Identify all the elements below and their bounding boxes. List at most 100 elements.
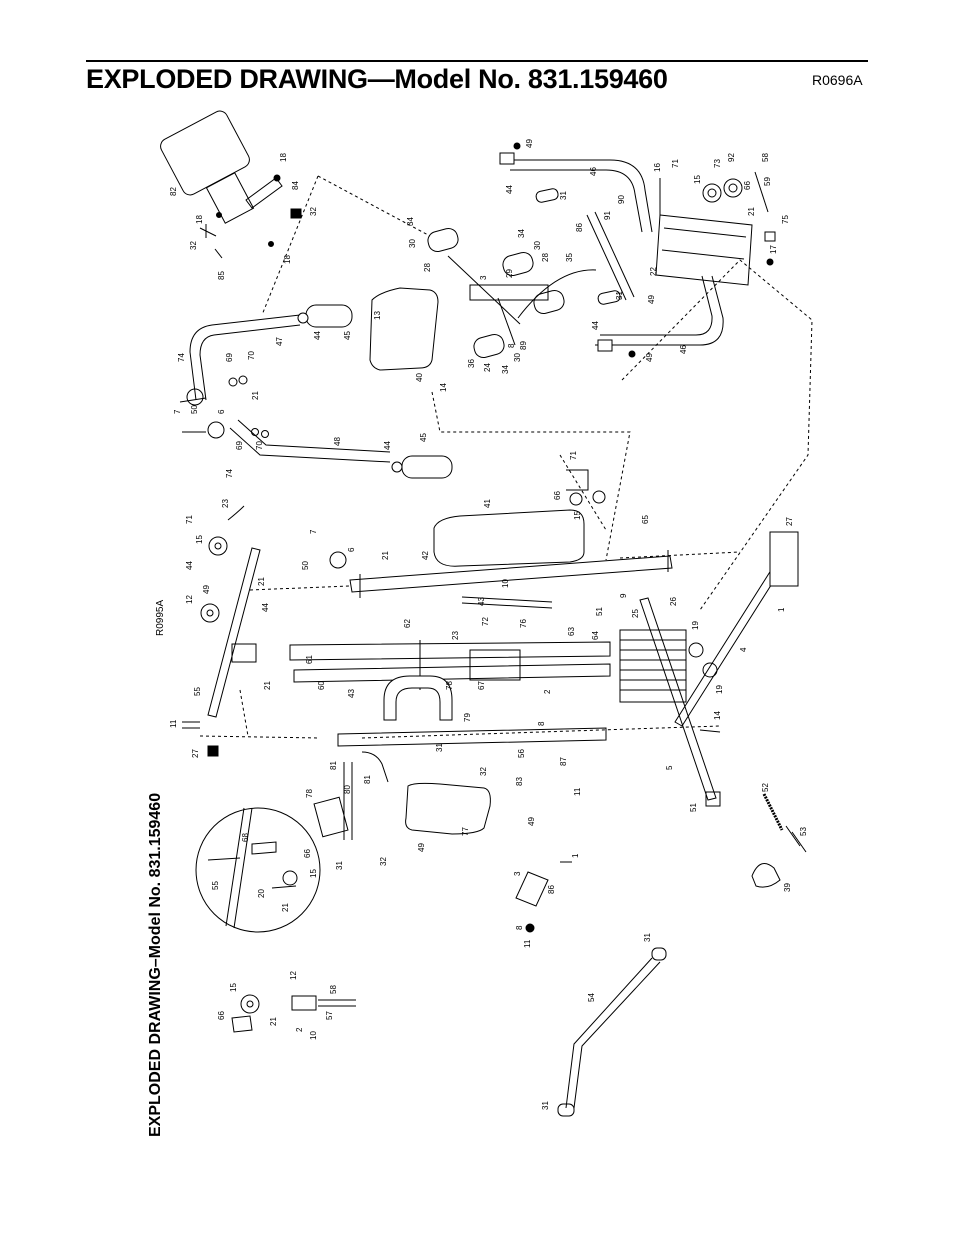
callout: 10 <box>501 579 510 588</box>
callout: 4 <box>739 647 748 652</box>
callout: 30 <box>513 353 522 362</box>
callout: 71 <box>569 451 578 460</box>
callout: 66 <box>217 1011 226 1020</box>
curved-arm-upper-drawing <box>179 304 353 439</box>
callout-labels: 82 18 84 32 18 32 18 85 49 44 46 31 16 7… <box>169 139 808 1110</box>
chain-handle-drawing <box>751 793 807 888</box>
callout: 7 <box>309 529 318 534</box>
callout: 3 <box>479 275 488 280</box>
roller-set-upper-drawing <box>427 227 597 359</box>
callout: 49 <box>525 139 534 148</box>
callout: 81 <box>363 775 372 784</box>
callout: 59 <box>763 177 772 186</box>
callout: 28 <box>423 263 432 272</box>
callout: 73 <box>713 159 722 168</box>
callout: 32 <box>479 767 488 776</box>
callout: 32 <box>309 207 318 216</box>
header-rule <box>86 60 868 62</box>
callout: 55 <box>193 687 202 696</box>
callout: 2 <box>295 1027 304 1032</box>
callout: 76 <box>519 619 528 628</box>
callout: 31 <box>435 743 444 752</box>
callout: 46 <box>589 167 598 176</box>
callout: 39 <box>783 883 792 892</box>
callout: 10 <box>309 1031 318 1040</box>
callout: 11 <box>573 787 582 796</box>
callout: 70 <box>255 441 264 450</box>
top-beam-drawing <box>182 505 261 757</box>
callout: 44 <box>261 603 270 612</box>
callout: 21 <box>257 577 266 586</box>
callout: 66 <box>743 181 752 190</box>
callout: 31 <box>335 861 344 870</box>
callout: 43 <box>477 597 486 606</box>
callout: 66 <box>553 491 562 500</box>
callout: 19 <box>691 621 700 630</box>
callout: 18 <box>283 255 292 264</box>
callout: 9 <box>619 593 628 598</box>
callout: 1 <box>777 607 786 612</box>
callout: 11 <box>523 939 532 948</box>
callout: 51 <box>689 803 698 812</box>
callout: 15 <box>309 869 318 878</box>
callout: 18 <box>279 153 288 162</box>
callout: 5 <box>665 765 674 770</box>
callout: 21 <box>269 1017 278 1026</box>
callout: 23 <box>221 499 230 508</box>
callout: 90 <box>617 195 626 204</box>
callout: 50 <box>190 405 199 414</box>
callout: 45 <box>343 331 352 340</box>
callout: 77 <box>461 827 470 836</box>
seat-frame-drawing <box>329 550 673 609</box>
callout: 44 <box>591 321 600 330</box>
callout: 86 <box>575 223 584 232</box>
callout: 23 <box>451 631 460 640</box>
callout: 15 <box>195 535 204 544</box>
callout: 13 <box>373 311 382 320</box>
callout: 35 <box>565 253 574 262</box>
callout: 91 <box>603 211 612 220</box>
pulley-bracket-small-drawing <box>515 861 572 933</box>
callout: 49 <box>202 585 211 594</box>
callout: 43 <box>347 689 356 698</box>
callout: 34 <box>517 229 526 238</box>
callout: 92 <box>727 153 736 162</box>
callout: 21 <box>263 681 272 690</box>
callout: 24 <box>483 363 492 372</box>
callout: 8 <box>537 721 546 726</box>
callout: 2 <box>543 689 552 694</box>
callout: 49 <box>527 817 536 826</box>
weight-stack-drawing <box>619 629 718 703</box>
callout: 74 <box>225 469 234 478</box>
callout: 15 <box>693 175 702 184</box>
callout: 86 <box>547 885 556 894</box>
callout: 1 <box>571 853 580 858</box>
seat-pad-drawing <box>160 110 302 259</box>
callout: 83 <box>515 777 524 786</box>
callout: 70 <box>247 351 256 360</box>
callout: 16 <box>653 163 662 172</box>
callout: 48 <box>333 437 342 446</box>
callout: 27 <box>191 749 200 758</box>
seat-bench-drawing <box>433 469 606 567</box>
callout: 45 <box>419 433 428 442</box>
callout: 6 <box>217 409 226 414</box>
callout: 62 <box>403 619 412 628</box>
callout: 40 <box>415 373 424 382</box>
back-pad-upper-drawing <box>369 287 439 371</box>
callout: 44 <box>505 185 514 194</box>
callout: 49 <box>417 843 426 852</box>
callout: 85 <box>217 271 226 280</box>
long-bar-drawing <box>557 947 667 1117</box>
callout: 11 <box>169 719 178 728</box>
callout: 12 <box>289 971 298 980</box>
callout: 32 <box>379 857 388 866</box>
callout: 56 <box>517 749 526 758</box>
callout: 44 <box>383 441 392 450</box>
callout: 50 <box>301 561 310 570</box>
callout: 30 <box>533 241 542 250</box>
callout: 19 <box>715 685 724 694</box>
callout: 55 <box>211 881 220 890</box>
callout: 53 <box>799 827 808 836</box>
